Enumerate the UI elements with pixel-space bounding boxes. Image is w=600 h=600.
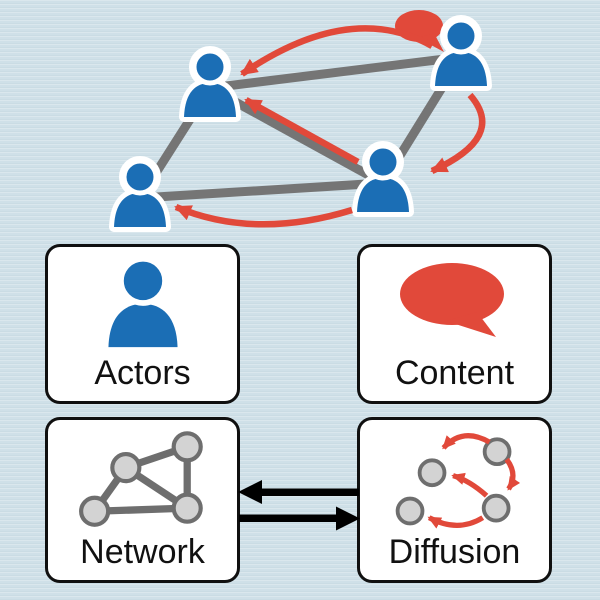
graph-node <box>78 495 110 527</box>
actors-label: Actors <box>94 354 191 392</box>
diffusion-arrow <box>244 97 360 165</box>
social-network-illustration <box>109 10 492 232</box>
speech-bubble-icon <box>360 247 549 356</box>
graph-node <box>481 493 510 522</box>
graph-node <box>417 457 446 487</box>
graph-node <box>171 430 203 462</box>
diffusion-arrows <box>174 25 486 228</box>
content-box: Content <box>357 244 552 404</box>
left-arrow <box>238 480 359 504</box>
network-label: Network <box>80 533 205 571</box>
tie-edge <box>139 178 384 203</box>
right-arrow <box>239 506 360 531</box>
actors-box: Actors <box>45 244 240 404</box>
person-node-3 <box>109 156 171 232</box>
graph-node <box>482 436 511 466</box>
diffusion-box: Diffusion <box>357 417 552 583</box>
diffusion-label: Diffusion <box>388 533 521 571</box>
network-box: Network <box>45 417 240 583</box>
diffusion-arrow <box>503 457 520 491</box>
person-icon <box>48 247 237 356</box>
network-graph-icon <box>48 420 237 535</box>
tie-edge <box>209 52 462 93</box>
graph-node <box>171 492 203 524</box>
person-node-4 <box>352 141 414 217</box>
diffusion-arrow <box>441 432 491 450</box>
content-label: Content <box>394 354 515 392</box>
diffusion-arrow <box>240 25 434 77</box>
network-diffusion-connectors <box>238 480 360 531</box>
person-node-2 <box>179 46 241 122</box>
person-node-seed <box>430 15 492 91</box>
diffusion-arrow <box>174 204 353 228</box>
diffusion-arrow <box>430 92 486 174</box>
diffusion-graph-icon <box>360 420 549 535</box>
graph-node <box>395 496 424 525</box>
diffusion-arrow <box>426 514 484 529</box>
diffusion-arrow <box>450 472 488 498</box>
graph-node <box>109 451 141 483</box>
